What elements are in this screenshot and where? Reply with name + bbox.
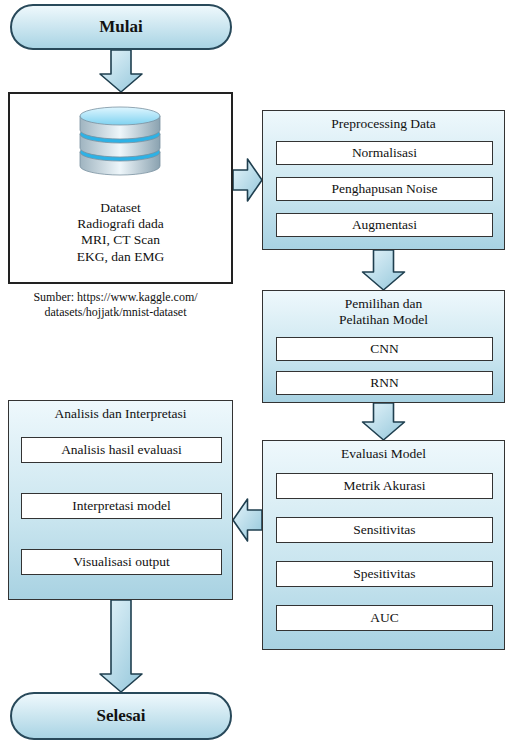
stage-box: Evaluasi ModelMetrik AkurasiSensitivitas… [262, 440, 505, 650]
step-box: Spesitivitas [276, 561, 493, 587]
step-text: Analisis hasil evaluasi [57, 442, 186, 458]
stage-box: Preprocessing DataNormalisasiPenghapusan… [262, 110, 505, 250]
block-arrow [100, 600, 142, 692]
step-box: CNN [276, 337, 493, 361]
step-box: Augmentasi [276, 213, 493, 237]
terminal-pill: Mulai [10, 4, 232, 50]
terminal-text: Mulai [99, 17, 142, 37]
step-text: Penghapusan Noise [327, 181, 441, 197]
step-box: Penghapusan Noise [276, 177, 493, 201]
stage-title: Pemilihan dan Pelatihan Model [319, 296, 449, 328]
step-text: Visualisasi output [69, 554, 173, 570]
block-arrow [233, 499, 262, 541]
dataset-box-ground [8, 92, 233, 284]
step-text: Spesitivitas [349, 566, 419, 582]
stage-title: Analisis dan Interpretasi [21, 406, 221, 422]
stage-box: Pemilihan dan Pelatihan ModelCNN RNN [262, 290, 505, 403]
block-arrow [100, 50, 142, 92]
block-arrow [233, 159, 262, 201]
step-text: CNN [366, 341, 403, 357]
step-box: Sensitivitas [276, 517, 493, 543]
step-box: Analisis hasil evaluasi [21, 437, 222, 463]
step-text: Metrik Akurasi [339, 478, 429, 494]
step-box: AUC [276, 605, 493, 631]
step-box: Normalisasi [276, 141, 493, 165]
stage-title: Evaluasi Model [284, 446, 484, 462]
step-text: Augmentasi [348, 217, 421, 233]
step-text: Sensitivitas [349, 522, 419, 538]
step-text: AUC [366, 610, 403, 626]
dataset-description: Radiografi dada MRI, CT Scan EKG, dan EM… [67, 216, 175, 265]
stage-box: Analisis dan InterpretasiAnalisis hasil … [8, 400, 233, 600]
step-box: Visualisasi output [21, 549, 222, 575]
dataset-title: Dataset [21, 200, 221, 216]
source-note: Sumber: https://www.kaggle.com/ datasets… [8, 290, 223, 320]
step-box: RNN [276, 371, 493, 395]
step-text: Interpretasi model [68, 498, 175, 514]
step-text: Normalisasi [348, 145, 421, 161]
terminal-pill: Selesai [10, 692, 232, 740]
terminal-text: Selesai [96, 706, 145, 726]
dataset-box: DatasetRadiografi dada MRI, CT Scan EKG,… [8, 92, 233, 284]
block-arrow [363, 250, 405, 290]
step-box: Interpretasi model [21, 493, 222, 519]
step-box: Metrik Akurasi [276, 473, 493, 499]
step-text: RNN [366, 375, 403, 391]
stage-title: Preprocessing Data [284, 116, 484, 132]
block-arrow [363, 403, 405, 440]
database-icon [80, 107, 160, 175]
